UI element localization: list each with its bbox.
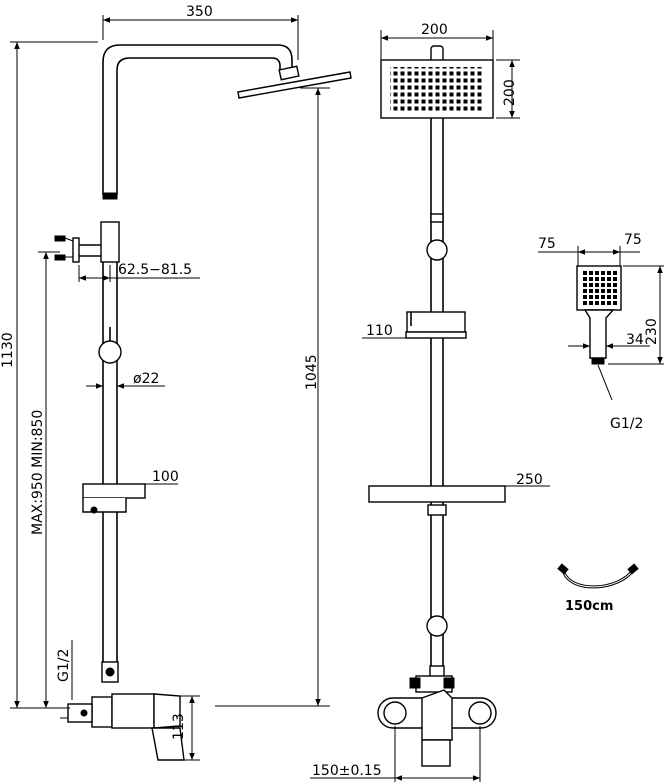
mixer-valve-side <box>60 661 185 761</box>
shower-arm-inner <box>116 57 281 195</box>
hand-shower <box>538 246 664 401</box>
dim-arm-width: 350 <box>186 4 213 20</box>
dim-valve-height: 113 <box>171 713 187 740</box>
mixer-valve-front <box>377 689 497 767</box>
dim-hand-diameter: 34 <box>626 332 644 348</box>
dim-head-height: 200 <box>502 79 518 106</box>
dim-hand-thread: G1/2 <box>610 416 643 432</box>
dim-bracket-range: 62.5−81.5 <box>118 262 192 278</box>
holder-left <box>82 483 178 514</box>
dim-shelf-width: 250 <box>516 472 543 488</box>
dim-total-height: 1130 <box>0 332 16 368</box>
dim-left-holder-width: 100 <box>152 469 179 485</box>
dim-hose-length: 150cm <box>565 599 613 614</box>
hose <box>557 563 639 589</box>
dim-inlet-left: G1/2 <box>56 649 72 682</box>
front-view <box>310 30 550 782</box>
side-view <box>10 15 352 761</box>
shower-arm <box>102 44 293 195</box>
dim-holder-width: 110 <box>366 323 393 339</box>
dim-head-width: 200 <box>421 22 448 38</box>
holder-front <box>406 311 466 333</box>
dim-hand-head-right: 75 <box>624 232 642 248</box>
dim-hand-length: 230 <box>644 318 660 345</box>
dim-hand-head-left: 75 <box>538 236 556 252</box>
dim-pipe-diameter: ø22 <box>133 371 159 387</box>
dim-rail-height: 1045 <box>304 354 320 390</box>
dim-center-distance: 150±0.15 <box>312 763 382 779</box>
rain-head-side <box>237 71 352 99</box>
wall-bracket <box>54 235 101 263</box>
dim-max-min: MAX:950 MIN:850 <box>30 410 46 535</box>
shelf-front <box>368 485 506 503</box>
